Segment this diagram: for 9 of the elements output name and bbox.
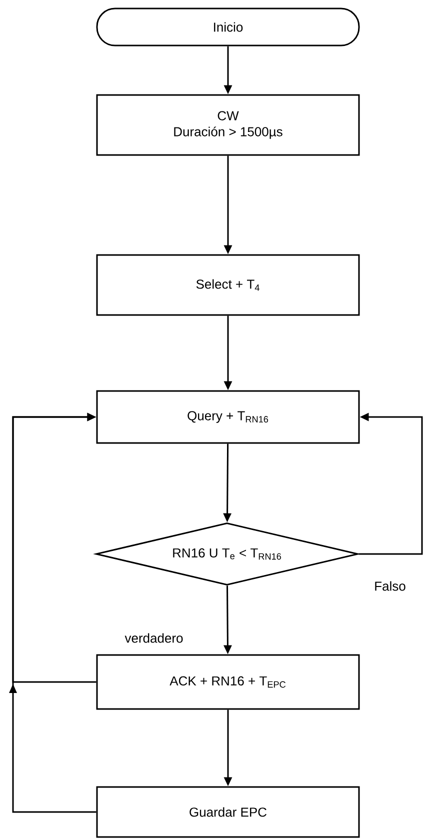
process-box: Select + T$_{4}$ [96,254,360,316]
arrow [9,412,96,813]
start-terminal: Inicio [96,8,360,46]
edge-label: verdadero [124,632,184,644]
process-box: Guardar EPC [96,786,360,838]
edge-label: Falso [373,580,407,592]
process-box: ACK + RN16 + T$_{EPC}$ [96,654,360,710]
process-box: CW Duración > 1500µs [96,94,360,156]
process-box: Query + T$_{RN16}$ [96,390,360,444]
